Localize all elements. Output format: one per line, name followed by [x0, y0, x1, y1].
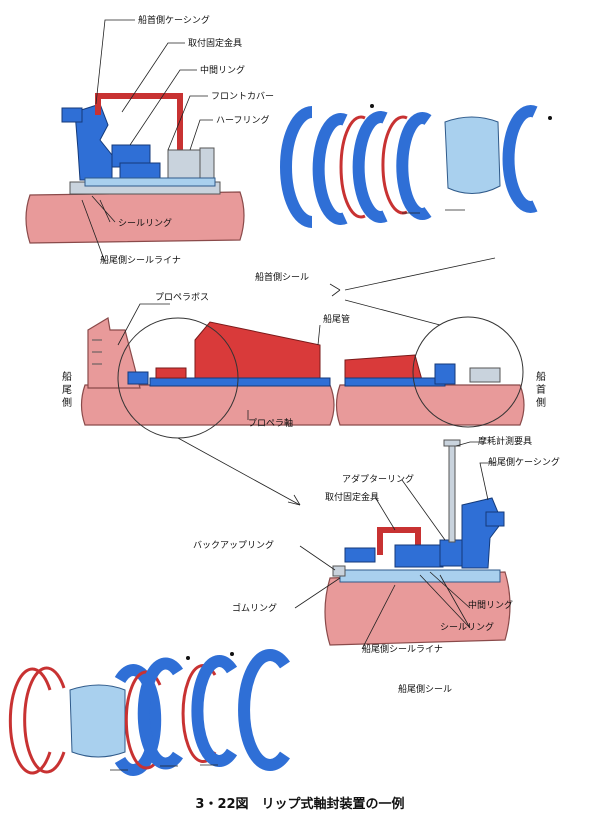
- stern-liner-left: [149, 377, 331, 387]
- bottom-ring-3: [191, 655, 238, 767]
- propeller-boss: [87, 317, 141, 389]
- bottom-bolt-left: [344, 547, 376, 563]
- label-bow-casing: 船首側ケーシング: [138, 14, 210, 26]
- label-stern-seal-liner-bottom: 船尾側シールライナ: [362, 643, 443, 655]
- label-stern-seal-liner-top: 船尾側シールライナ: [100, 254, 181, 266]
- label-bow-side: 船首側: [536, 370, 546, 409]
- top-bolt: [61, 107, 83, 123]
- top-seal-block: [119, 162, 161, 180]
- middle-shaft-left: [80, 384, 335, 426]
- label-half-ring: ハーフリング: [216, 114, 269, 126]
- wear-gauge: [448, 441, 456, 543]
- label-intermediate-ring-top: 中間リング: [200, 64, 245, 76]
- backup-ring: [332, 565, 346, 577]
- bottom-casing-bolt: [485, 511, 505, 527]
- bottom-ring-4: [238, 649, 290, 771]
- label-propeller-boss: プロペラボス: [155, 292, 209, 303]
- bottom-intermediate-ring: [394, 544, 444, 568]
- exploded-ring-3: [339, 115, 366, 219]
- label-front-cover: フロントカバー: [211, 91, 274, 102]
- label-wear-gauge: 摩耗計測要具: [478, 435, 532, 447]
- top-detail: 船首側ケーシング 取付固定金具 中間リング フロントカバー ハーフリング シール…: [25, 14, 274, 266]
- label-stern-casing: 船尾側ケーシング: [488, 456, 560, 468]
- bottom-liner: [339, 569, 501, 583]
- bottom-adapter-ring: [439, 539, 463, 567]
- bottom-shaft: [324, 571, 511, 646]
- label-seal-ring-bottom: シールリング: [440, 621, 494, 633]
- label-intermediate-ring-bottom: 中間リング: [468, 599, 513, 611]
- bottom-mounting-bracket: [377, 527, 421, 555]
- label-mounting-bracket-top: 取付固定金具: [188, 37, 242, 49]
- label-rubber-ring: ゴムリング: [232, 602, 277, 614]
- label-stern-tube: 船尾管: [323, 313, 350, 325]
- top-mounting-bracket: [95, 93, 183, 160]
- fwd-seal-steel: [469, 367, 501, 383]
- top-exploded-rings: [280, 104, 552, 228]
- bottom-exploded-rings: [8, 649, 290, 776]
- stern-liner-right: [344, 377, 446, 387]
- aft-seal-red: [155, 367, 187, 379]
- middle-overview: 船首側シール プロペラボス 船尾管 プロペラ軸 船尾側 船首側: [62, 257, 546, 506]
- label-stern-side: 船尾側: [62, 370, 72, 409]
- exploded-ring-1: [280, 106, 313, 228]
- exploded-ring-2: [312, 113, 348, 225]
- bottom-ring-2: [137, 657, 184, 770]
- label-seal-ring-top: シールリング: [118, 217, 172, 229]
- exploded-ring-4: [352, 111, 388, 223]
- label-mounting-bracket-bottom: 取付固定金具: [325, 491, 379, 503]
- wear-gauge-head: [443, 439, 461, 447]
- label-stern-seal: 船尾側シール: [398, 683, 452, 695]
- aft-seal-small: [127, 371, 149, 385]
- fwd-seal-small: [434, 363, 456, 385]
- top-base: [84, 177, 216, 187]
- bottom-ring-red-1: [8, 667, 52, 775]
- bottom-ring-1: [114, 664, 162, 776]
- label-backup-ring: バックアップリング: [193, 539, 274, 551]
- exploded-ring-7: [502, 105, 538, 213]
- propeller-boss-step: [92, 339, 102, 365]
- label-adapter-ring: アダプターリング: [342, 473, 414, 485]
- bottom-stern-casing: [461, 497, 503, 569]
- figure-caption: 3・22図 リップ式軸封装置の一例: [195, 796, 404, 812]
- label-bow-seal: 船首側シール: [255, 271, 309, 283]
- top-shaft: [25, 191, 245, 244]
- stern-tube-left: [194, 321, 321, 381]
- label-propeller-shaft: プロペラ軸: [248, 417, 293, 429]
- middle-shaft-right: [335, 384, 525, 426]
- bottom-ring-red-2: [23, 666, 66, 774]
- exploded-ring-6: [396, 112, 432, 220]
- bottom-cover: [69, 684, 126, 758]
- exploded-ring-5: [381, 115, 408, 215]
- magnify-circle-right: [412, 316, 524, 428]
- exploded-cover: [444, 116, 501, 194]
- bottom-detail: 摩耗計測要具 船尾側ケーシング アダプターリング 取付固定金具 バックアップリン…: [193, 435, 560, 695]
